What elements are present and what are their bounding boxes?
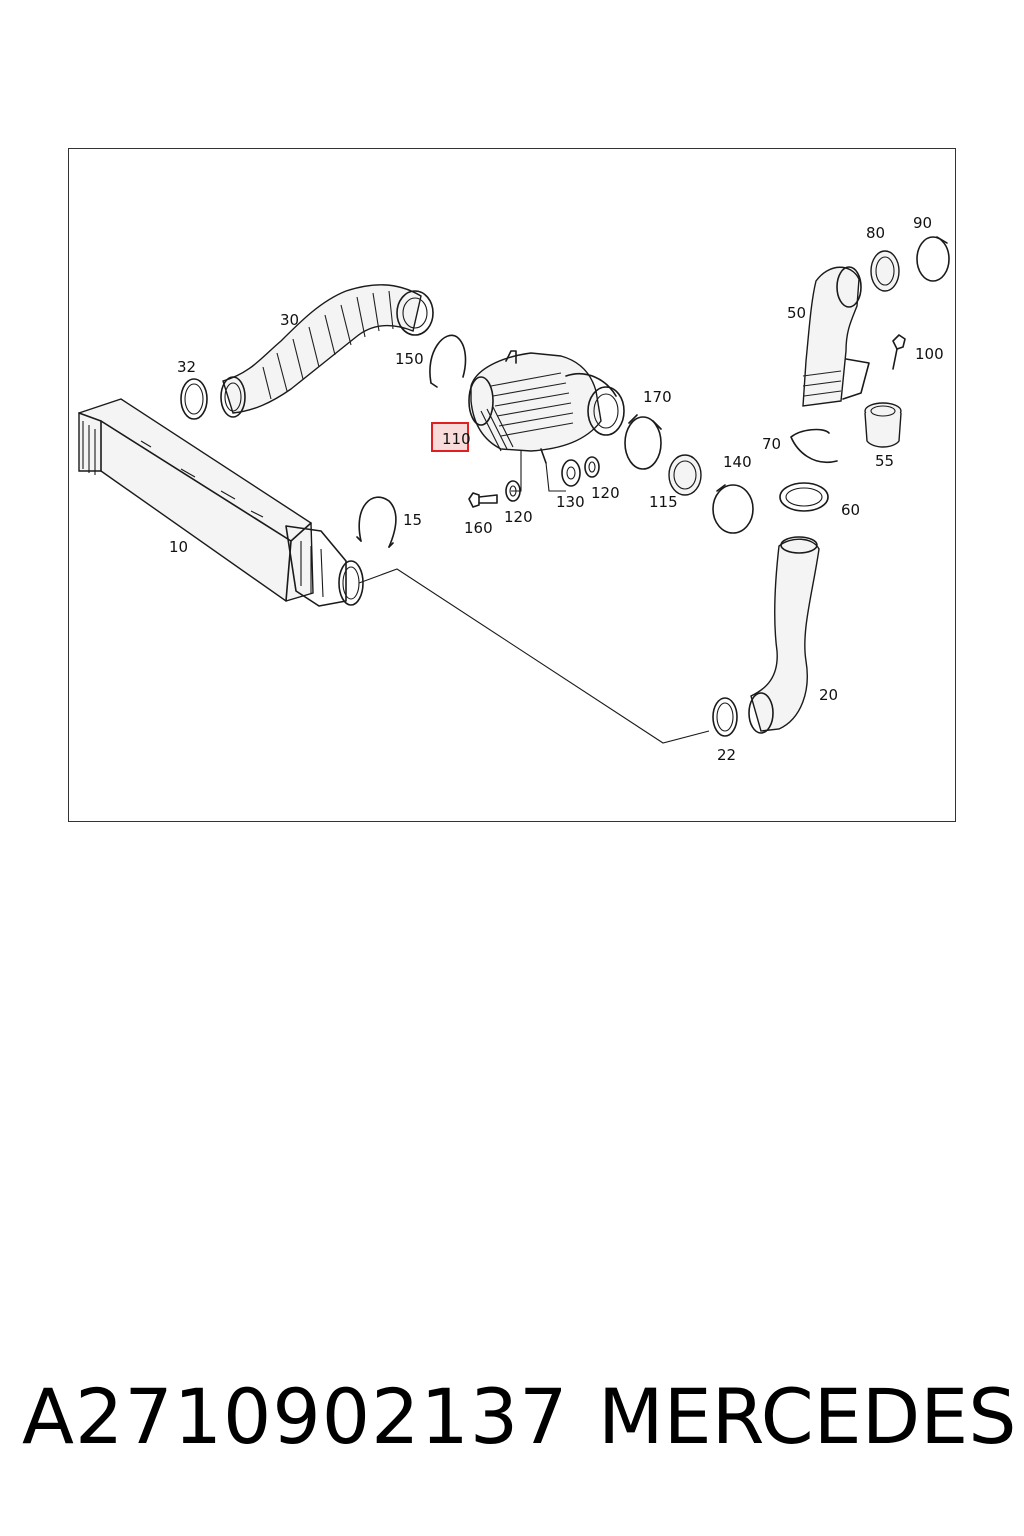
parts-diagram: 10 15 20 22 30 32 50 55 60 70 80 90 100 … <box>78 214 950 764</box>
label-15: 15 <box>403 511 422 529</box>
label-55: 55 <box>875 452 894 470</box>
part-140-clamp[interactable] <box>712 484 754 534</box>
part-150-clip[interactable] <box>429 334 467 388</box>
part-30-hose[interactable] <box>220 284 434 418</box>
label-70: 70 <box>762 435 781 453</box>
label-80: 80 <box>866 224 885 242</box>
label-22: 22 <box>717 746 736 764</box>
part-15-clip[interactable] <box>356 496 397 548</box>
part-170-clamp[interactable] <box>624 414 662 470</box>
part-100-bolt[interactable] <box>892 334 906 370</box>
part-55-cap[interactable] <box>864 402 902 448</box>
part-110-air-duct[interactable] <box>468 350 625 464</box>
label-120-a: 120 <box>504 508 533 526</box>
label-120-b: 120 <box>591 484 620 502</box>
label-10: 10 <box>169 538 188 556</box>
label-115: 115 <box>649 493 678 511</box>
part-115-coupling[interactable] <box>668 454 702 496</box>
label-30: 30 <box>280 311 299 329</box>
part-number: A2710902137 <box>22 1372 569 1461</box>
part-90-clamp[interactable] <box>916 236 950 282</box>
label-20: 20 <box>819 686 838 704</box>
part-160-bolt[interactable] <box>468 492 498 508</box>
part-120-washer-b[interactable] <box>584 456 600 478</box>
label-100: 100 <box>915 345 944 363</box>
brand-name: MERCEDES <box>598 1372 1017 1461</box>
label-150: 150 <box>395 350 424 368</box>
label-110: 110 <box>442 430 471 448</box>
label-140: 140 <box>723 453 752 471</box>
label-130: 130 <box>556 493 585 511</box>
part-10-intercooler[interactable] <box>78 398 364 607</box>
label-50: 50 <box>787 304 806 322</box>
label-90: 90 <box>913 214 932 232</box>
leader-line-10-22 <box>358 568 710 744</box>
label-60: 60 <box>841 501 860 519</box>
label-170: 170 <box>643 388 672 406</box>
label-32: 32 <box>177 358 196 376</box>
part-50-hose[interactable] <box>802 266 870 407</box>
highlight-box-110 <box>431 422 469 452</box>
part-120-washer-a[interactable] <box>505 480 521 502</box>
part-22-ring[interactable] <box>712 697 738 737</box>
part-130-grommet[interactable] <box>561 459 581 487</box>
label-160: 160 <box>464 519 493 537</box>
part-80-collar[interactable] <box>870 250 900 292</box>
part-70-clip[interactable] <box>790 428 838 464</box>
diagram-frame: 10 15 20 22 30 32 50 55 60 70 80 90 100 … <box>68 148 956 822</box>
part-20-hose[interactable] <box>748 536 820 734</box>
part-32-ring[interactable] <box>180 378 208 420</box>
part-60-clamp[interactable] <box>779 482 829 512</box>
caption: A2710902137 MERCEDES <box>0 1372 1024 1472</box>
